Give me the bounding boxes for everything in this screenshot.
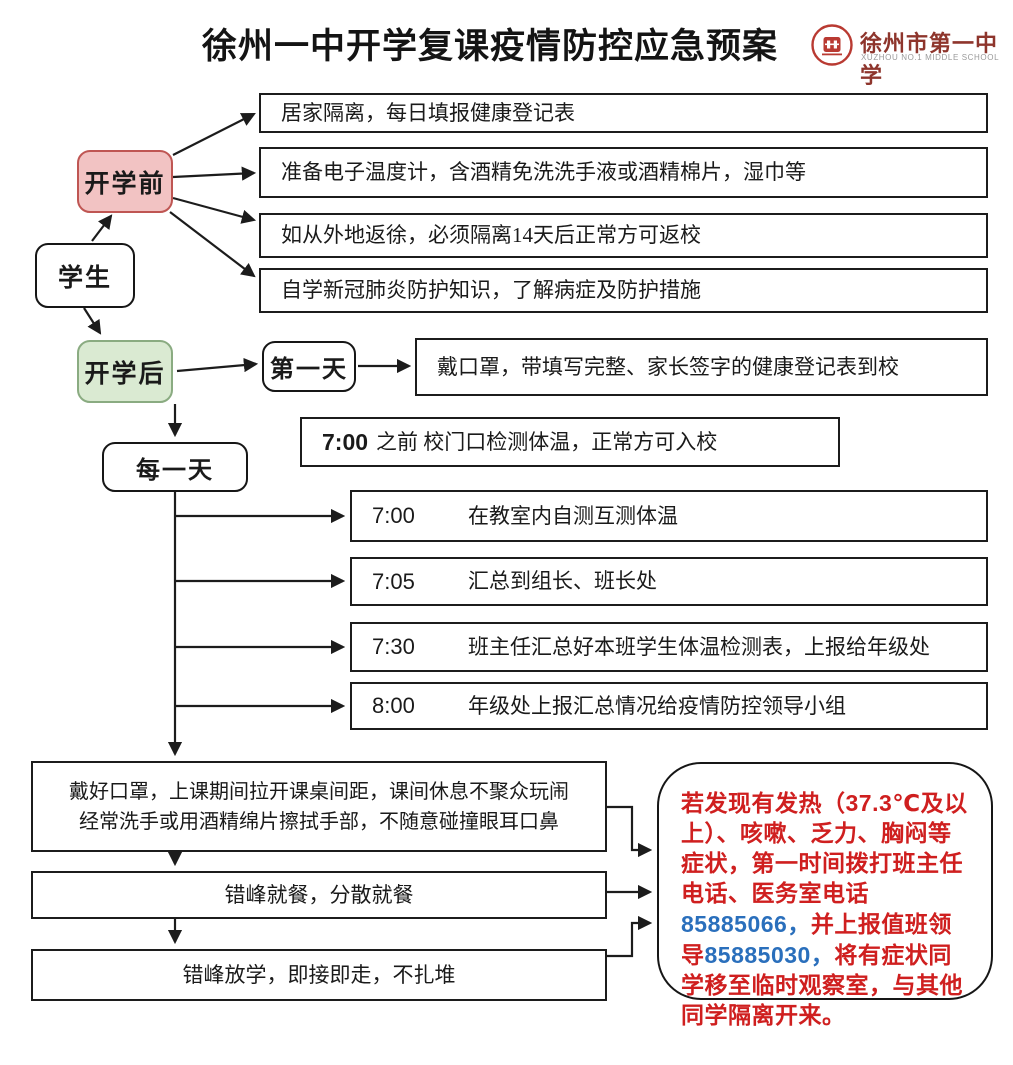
- schedule-row-800: 8:00 年级处上报汇总情况给疫情防控领导小组: [350, 682, 988, 730]
- school-name-chinese: 徐州市第一中学: [860, 31, 999, 88]
- node-student: 学生: [35, 243, 135, 308]
- daily-rule-meals: 错峰就餐，分散就餐: [31, 871, 607, 919]
- node-every-day: 每一天: [102, 442, 248, 492]
- schedule-text: 班主任汇总好本班学生体温检测表，上报给年级处: [468, 634, 930, 659]
- schedule-time: 7:00: [372, 503, 415, 529]
- before-item-home-quarantine: 居家隔离，每日填报健康登记表: [259, 93, 988, 133]
- school-name-english: XUZHOU NO.1 MIDDLE SCHOOL: [861, 53, 1000, 62]
- before-item-prepare-supplies: 准备电子温度计，含酒精免洗洗手液或酒精棉片，湿巾等: [259, 147, 988, 198]
- emergency-alert-box: 若发现有发热（37.3℃及以上）、咳嗽、乏力、胸闷等症状，第一时间拨打班主任电话…: [657, 762, 993, 1028]
- node-first-day: 第一天: [262, 341, 356, 392]
- schedule-text: 汇总到组长、班长处: [468, 569, 657, 594]
- gate-check-time: 7:00: [322, 428, 369, 455]
- daily-rule-classroom: 戴好口罩，上课期间拉开课桌间距，课间休息不聚众玩闹 经常洗手或用酒精绵片擦拭手部…: [31, 761, 607, 852]
- before-item-self-study: 自学新冠肺炎防护知识，了解病症及防护措施: [259, 268, 988, 313]
- schedule-text: 年级处上报汇总情况给疫情防控领导小组: [468, 693, 846, 718]
- schedule-row-705: 7:05 汇总到组长、班长处: [350, 557, 988, 606]
- alert-text: 将有症状同学移至临时观察室，与其他同学隔离开来。: [681, 943, 963, 1028]
- schedule-time: 8:00: [372, 693, 415, 719]
- alert-text: 并上报值班领导: [681, 912, 952, 968]
- first-day-action-box: 戴口罩，带填写完整、家长签字的健康登记表到校: [415, 338, 988, 396]
- gate-check-box: 7:00 之前 校门口检测体温，正常方可入校: [300, 417, 840, 467]
- node-after-school: 开学后: [77, 340, 173, 403]
- daily-rule-dismissal: 错峰放学，即接即走，不扎堆: [31, 949, 607, 1001]
- schedule-text: 在教室内自测互测体温: [468, 503, 678, 528]
- alert-phone-duty-leader: 85885030，: [704, 942, 835, 968]
- schedule-row-700: 7:00 在教室内自测互测体温: [350, 490, 988, 542]
- schedule-time: 7:05: [372, 568, 415, 594]
- page-title: 徐州一中开学复课疫情防控应急预案: [201, 27, 778, 66]
- alert-text: 若发现有发热（: [681, 791, 846, 816]
- daily-rule-line: 经常洗手或用酒精绵片擦拭手部，不随意碰撞眼耳口鼻: [79, 810, 559, 833]
- gate-check-text: 之前 校门口检测体温，正常方可入校: [376, 429, 718, 454]
- school-seal-icon: [811, 24, 853, 66]
- schedule-row-730: 7:30 班主任汇总好本班学生体温检测表，上报给年级处: [350, 622, 988, 672]
- alert-phone-clinic: 85885066，: [681, 911, 811, 937]
- before-item-return-quarantine: 如从外地返徐，必须隔离14天后正常方可返校: [259, 213, 988, 258]
- schedule-time: 7:30: [372, 634, 415, 660]
- daily-rule-line: 戴好口罩，上课期间拉开课桌间距，课间休息不聚众玩闹: [69, 780, 569, 803]
- node-before-school: 开学前: [77, 150, 173, 213]
- alert-temperature: 37.3℃: [845, 790, 921, 816]
- alert-text: 及以上）、咳嗽、乏力、胸闷等症状，第一时间拨打班主任电话、医务室电话: [681, 791, 968, 906]
